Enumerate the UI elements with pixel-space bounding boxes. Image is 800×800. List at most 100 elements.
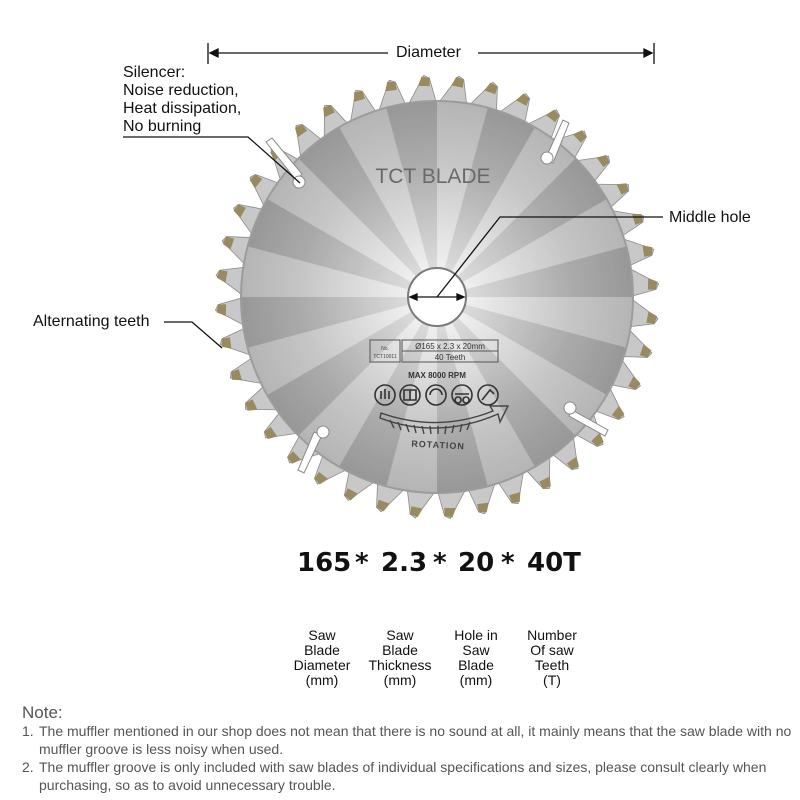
tooth-tip <box>572 130 587 143</box>
saw-blade-diagram: TCT BLADE No. TCT10011 Ø165 x 2.3 x 20mm… <box>123 43 663 520</box>
spec-label-line: Blade <box>458 657 494 673</box>
diameter-arrow-left <box>208 47 219 59</box>
spec-label-line: Number <box>527 627 577 643</box>
spec-diameter-value: 165 <box>297 548 352 578</box>
sheen-wedge <box>332 101 437 297</box>
spec-label-line: Saw <box>386 627 414 643</box>
note-text: The muffler mentioned in our shop does n… <box>39 723 792 757</box>
sheen-wedge <box>437 297 633 402</box>
sheen-wedge <box>241 242 437 297</box>
spec-label-line: Saw <box>308 627 336 643</box>
tooth-tip <box>249 174 263 189</box>
tooth-tip <box>245 399 258 411</box>
note-text: The muffler groove is only included with… <box>39 759 767 793</box>
note-number: 2. <box>22 759 34 775</box>
callout-lines <box>123 43 663 349</box>
spec-label-line: Of saw <box>530 642 574 658</box>
tooth-tip <box>642 245 653 257</box>
sheen-wedge <box>437 297 586 479</box>
silencer-slot-hole <box>563 401 577 415</box>
tooth-tip <box>444 507 456 518</box>
blade-teeth-line: 40 Teeth <box>435 353 466 362</box>
spec-label-line: (T) <box>543 672 561 688</box>
blade-small-code: TCT10011 <box>373 354 396 360</box>
note-title: Note: <box>22 703 63 722</box>
sheen-wedge <box>241 297 437 352</box>
diameter-label: Diameter <box>390 44 467 62</box>
tooth-tip <box>509 491 521 503</box>
blade-code-box <box>369 339 401 363</box>
diameter-arrow-right <box>643 47 654 59</box>
note-item: 2. The muffler groove is only included w… <box>22 758 792 794</box>
tooth-tip <box>314 471 329 485</box>
sheen-wedge <box>437 242 633 297</box>
tooth-tip <box>628 375 641 390</box>
tooth-tip <box>233 204 246 219</box>
tooth-tip <box>231 369 243 381</box>
spec-teeth-value: 40T <box>527 548 581 578</box>
tooth-tip <box>323 105 335 118</box>
sheen-wedge <box>437 101 542 297</box>
tooth-tip <box>287 451 302 464</box>
middle-hole-leader <box>436 216 663 298</box>
sheen-wedge <box>241 192 437 297</box>
spec-label-line: Hole in <box>454 627 498 643</box>
silencer-slot-hole <box>540 151 554 165</box>
tooth-tip <box>484 82 498 95</box>
spec-hole-label: Hole in Saw Blade (mm) <box>431 628 521 688</box>
tooth-tip <box>344 488 359 501</box>
spec-label-line: Saw <box>462 642 490 658</box>
spec-separator: * <box>501 548 515 578</box>
spec-label-line: Thickness <box>368 657 432 673</box>
sheen-wedge <box>255 297 437 446</box>
tooth-tip <box>376 499 390 512</box>
silencer-label-line: Heat dissipation, <box>123 100 242 117</box>
spec-hole-value: 20 <box>458 548 495 578</box>
note-number: 1. <box>22 723 34 739</box>
spec-separator: * <box>355 548 369 578</box>
tooth-tip <box>410 506 423 518</box>
tooth-tip <box>616 183 629 195</box>
blade-spec-line: Ø165 x 2.3 x 20mm <box>415 342 485 351</box>
tooth-tip <box>639 344 652 358</box>
blade-teeth <box>214 74 660 520</box>
silencer-slots <box>265 119 609 474</box>
teeth-leader <box>164 321 223 349</box>
safety-icons <box>374 384 499 406</box>
spec-teeth-label: Number Of saw Teeth (T) <box>507 628 597 688</box>
sheen-wedge <box>437 148 619 297</box>
tooth-tip <box>216 270 228 283</box>
silencer-leader <box>123 136 301 184</box>
tooth-tip <box>385 81 397 92</box>
middle-hole-arrow-left <box>408 293 418 301</box>
tooth-tip <box>451 76 464 88</box>
spec-label-line: Blade <box>304 642 340 658</box>
tooth-tip <box>646 311 658 324</box>
rotation-arrow-icon <box>379 405 510 435</box>
tooth-tip <box>264 426 278 440</box>
tooth-tip <box>647 278 658 290</box>
spec-separator: * <box>433 548 447 578</box>
ear-protection-icon <box>425 384 447 406</box>
sheen-wedge <box>288 115 437 297</box>
spec-thickness-value: 2.3 <box>381 548 428 578</box>
tooth-tip <box>294 124 308 138</box>
sheen-wedge <box>382 101 437 297</box>
tooth-tip <box>566 456 580 470</box>
tooth-tip <box>353 91 365 103</box>
tooth-tip <box>515 93 530 106</box>
tooth-tip <box>596 154 610 168</box>
blade-small-no: No. <box>381 346 389 352</box>
spec-label-line: Diameter <box>293 657 351 673</box>
read-manual-icon <box>399 384 421 406</box>
tooth-tip <box>591 432 604 447</box>
silencer-label-line: Silencer: <box>123 64 186 81</box>
sheen-wedge <box>241 297 437 402</box>
tooth-tip <box>611 405 625 420</box>
sheen-wedge <box>437 192 633 297</box>
sheen-wedge <box>437 297 633 352</box>
silencer-slot-hole <box>316 425 330 439</box>
blade-rotation: ROTATION <box>411 439 465 452</box>
tooth-tip <box>418 76 430 87</box>
tooth-tip <box>477 502 489 513</box>
